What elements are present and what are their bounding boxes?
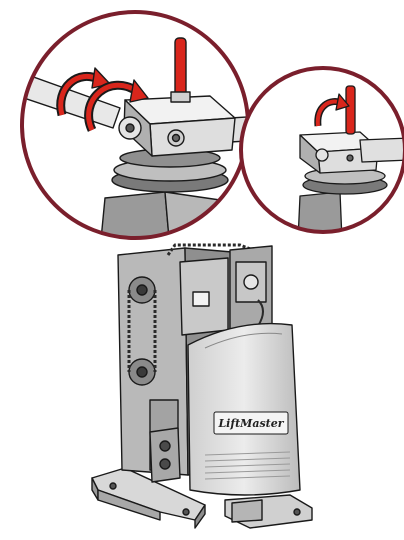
small-release-handle <box>345 85 356 135</box>
motor <box>187 322 301 496</box>
callout-small <box>239 66 404 234</box>
rotation-arrow-icon <box>84 79 149 132</box>
base-bracket <box>91 467 313 529</box>
callout-large <box>20 10 250 240</box>
operator-unit <box>91 243 313 529</box>
drive-chain <box>127 243 259 386</box>
release-handle <box>170 37 191 103</box>
small-collar-block <box>299 131 404 174</box>
counterclockwise-rotation-arrow-icon <box>56 67 111 117</box>
small-shaft-housing <box>297 167 388 232</box>
junction-box <box>149 427 181 483</box>
small-rotation-arrow-icon <box>314 93 350 127</box>
collar-block <box>118 95 236 157</box>
brand-logo: LiftMaster <box>217 417 284 430</box>
